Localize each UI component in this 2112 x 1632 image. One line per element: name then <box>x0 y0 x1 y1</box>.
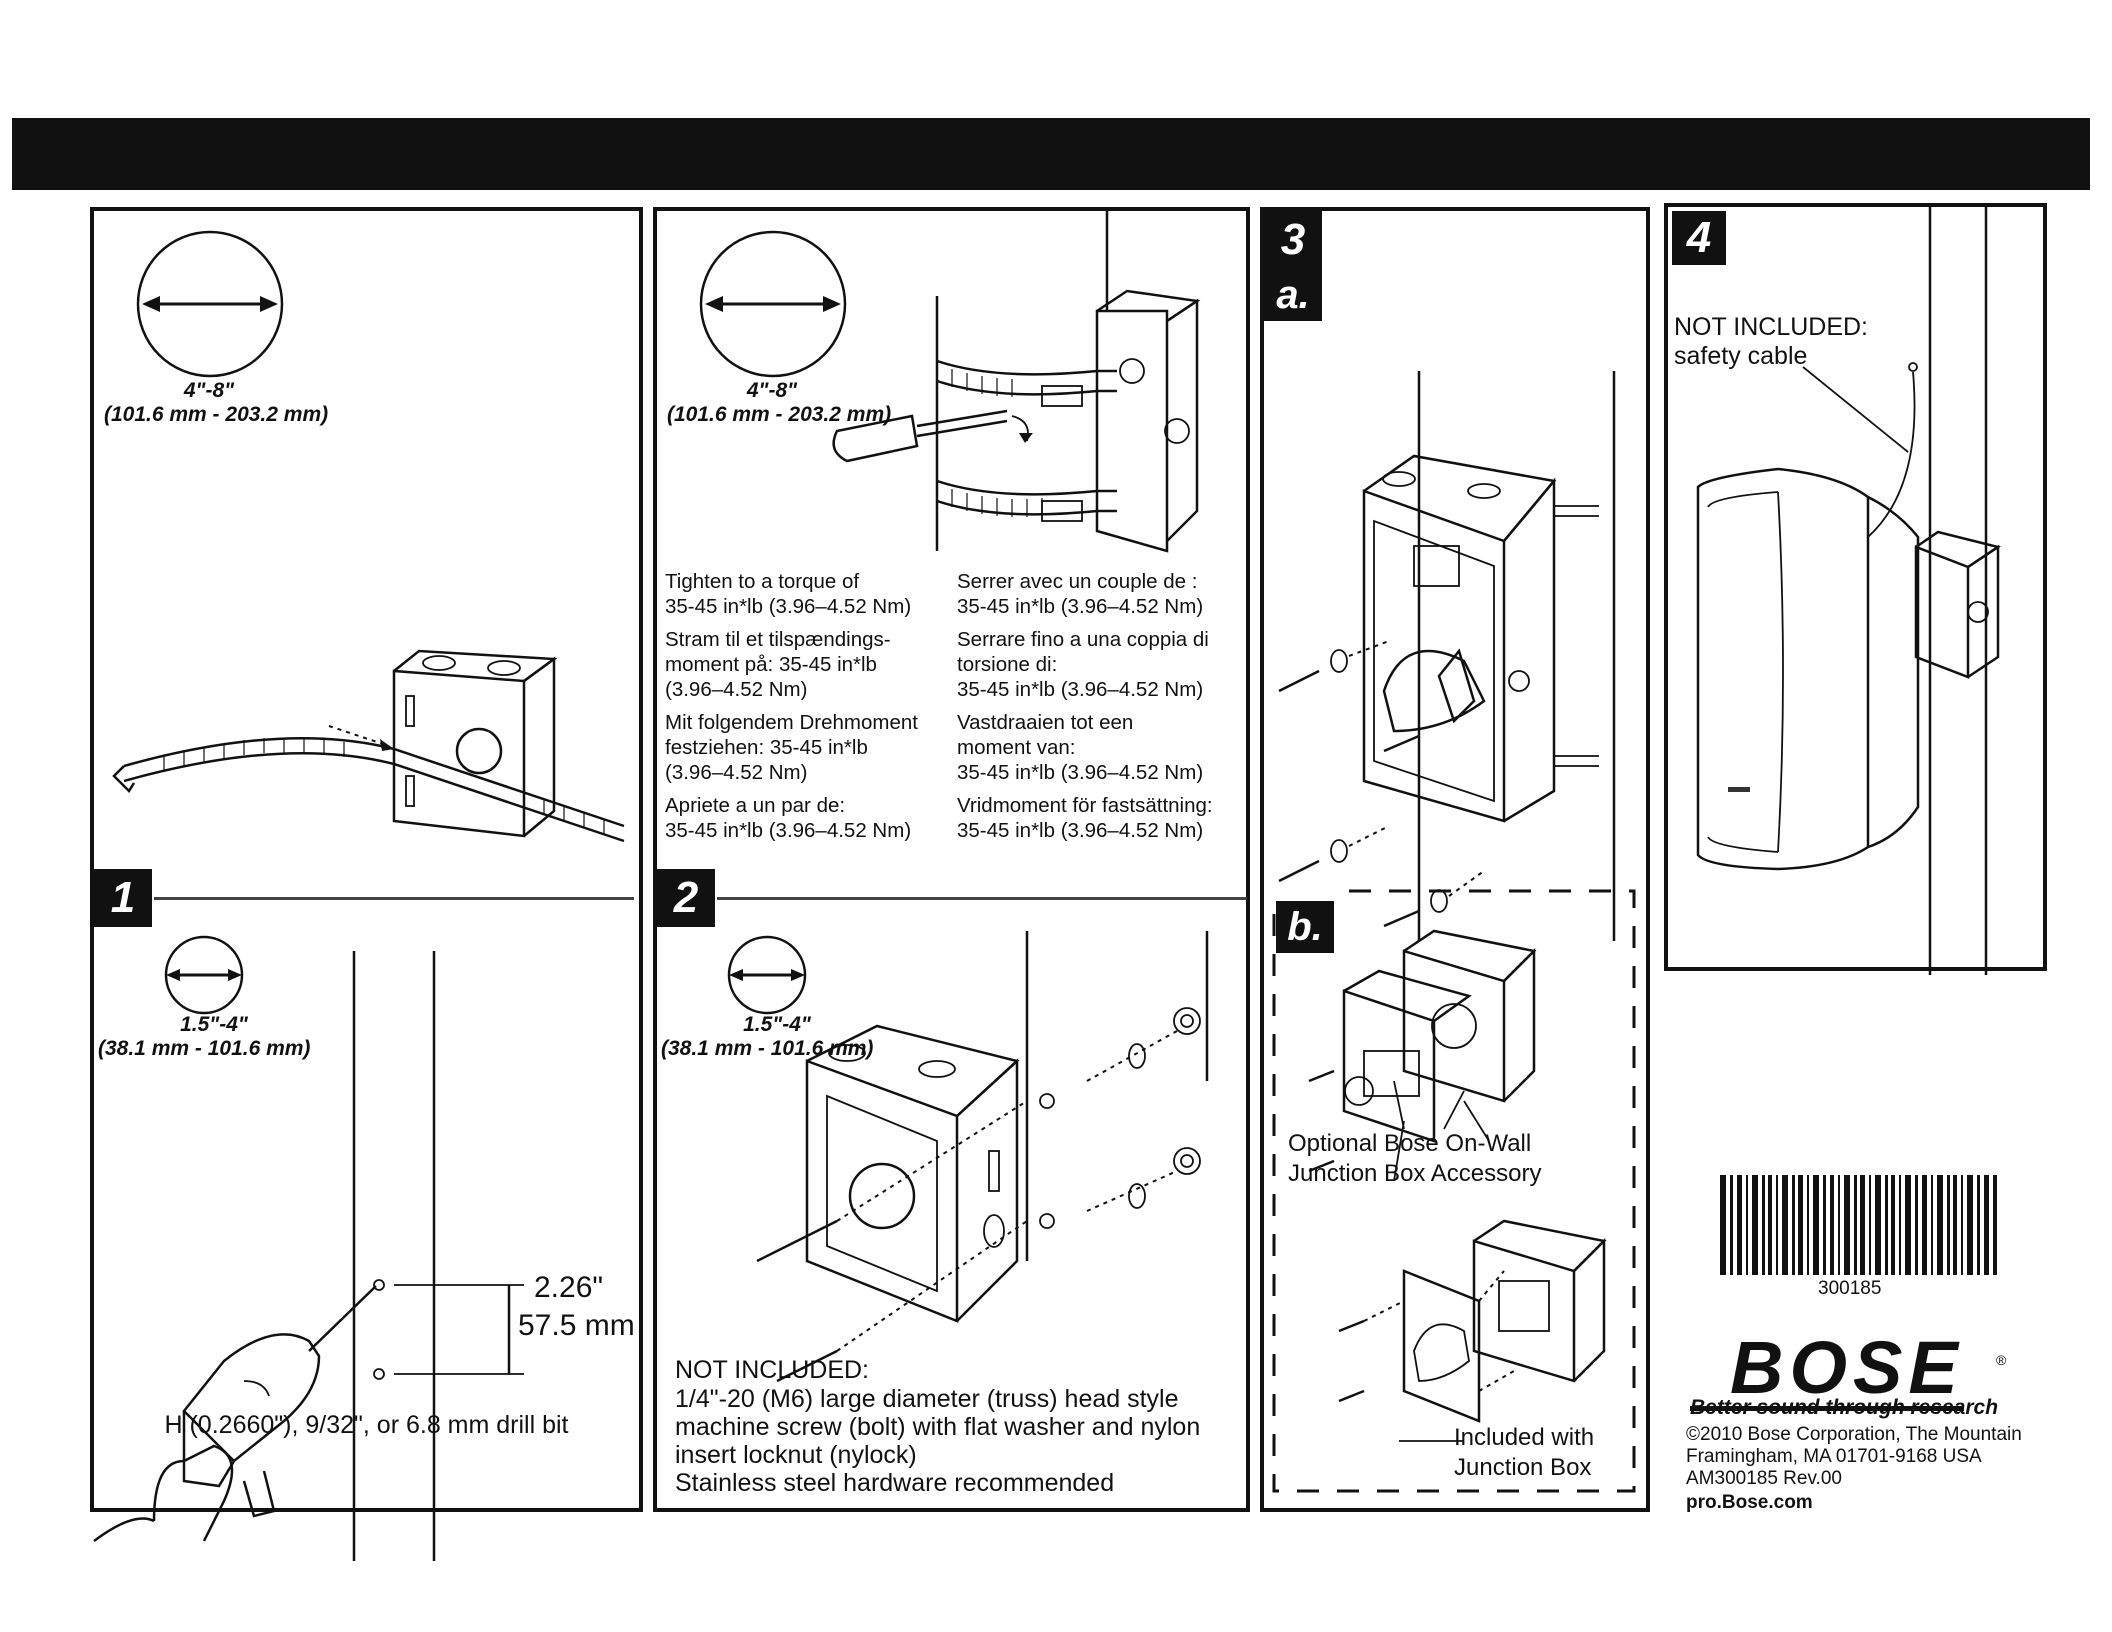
pole-size-diagram-large <box>699 230 847 378</box>
step-divider <box>717 897 1247 900</box>
junction-box-illustration <box>1308 929 1607 1423</box>
step-number-2: 2 <box>657 869 715 927</box>
torque-es: Apriete a un par de: 35-45 in*lb (3.96–4… <box>665 794 912 842</box>
substep-a-label: a. <box>1264 269 1322 321</box>
screwdriver-tightening-illustration <box>832 211 1201 553</box>
pole-range-small: 1.5"-4" <box>743 1013 811 1036</box>
barcode-number: 300185 <box>1818 1278 1882 1299</box>
website: pro.Bose.com <box>1686 1492 1813 1513</box>
bracket-bolt-illustration <box>756 931 1209 1383</box>
torque-en: Tighten to a torque of 35-45 in*lb (3.96… <box>665 570 912 618</box>
speaker-mounted-illustration <box>1696 207 2002 975</box>
safety-cable-label: safety cable <box>1674 342 1808 370</box>
torque-instructions-grid: Tighten to a torque of 35-45 in*lb (3.96… <box>665 569 1245 843</box>
step-number-4: 4 <box>1672 211 1726 265</box>
torque-de: Mit folgendem Drehmoment festziehen: 35-… <box>665 711 918 784</box>
not-included-title: NOT INCLUDED: <box>675 1356 870 1384</box>
hole-spacing-inches: 2.26" <box>534 1271 604 1304</box>
step-number-1: 1 <box>94 869 152 927</box>
torque-sv: Vridmoment för fastsättning: 35-45 in*lb… <box>957 794 1213 842</box>
included-with-junction-box-label: Included with Junction Box <box>1454 1424 1595 1481</box>
hole-spacing-mm: 57.5 mm <box>518 1309 635 1342</box>
pole-range-large: 4"-8" <box>746 379 798 402</box>
safety-cable-not-included: NOT INCLUDED: <box>1674 313 1869 341</box>
pole-range-large-mm: (101.6 mm - 203.2 mm) <box>104 403 329 426</box>
substep-b-label: b. <box>1276 901 1334 953</box>
barcode <box>1720 1175 1997 1275</box>
pole-range-small: 1.5"-4" <box>180 1013 248 1036</box>
step-divider <box>154 897 634 900</box>
panel-step-1: 4"-8" (101.6 mm - 203.2 mm) 1 <box>90 207 643 1561</box>
pole-size-diagram-small <box>727 935 807 1015</box>
panel-step-4: 4 NOT INCLUDED: safety cable <box>1664 203 2047 975</box>
pole-range-small-mm: (38.1 mm - 101.6 mm) <box>98 1037 311 1060</box>
optional-junction-box-label: Optional Bose On-Wall Junction Box Acces… <box>1288 1130 1542 1187</box>
pole-size-diagram-small <box>164 935 244 1015</box>
torque-fr: Serrer avec un couple de : 35-45 in*lb (… <box>957 570 1204 618</box>
leader-line <box>1393 1080 1465 1442</box>
panel-step-3: 3 a. b. <box>1260 207 1650 1512</box>
pole-range-large-mm: (101.6 mm - 203.2 mm) <box>667 403 892 426</box>
pole-size-diagram-large <box>136 230 284 378</box>
not-included-hardware: 1/4"-20 (M6) large diameter (truss) head… <box>675 1385 1201 1497</box>
speaker-mount-illustration-a <box>1278 371 1616 941</box>
bose-tagline: Better sound through research <box>1690 1396 1999 1419</box>
torque-da: Stram til et tilspændings- moment på: 35… <box>665 628 891 701</box>
header-bar <box>12 118 2090 190</box>
panel-step-2: 4"-8" (101.6 mm - 203.2 mm) Tighten to <box>653 207 1250 1512</box>
bose-logo: BOSE <box>1690 1330 1964 1411</box>
drill-bit-spec: H (0.2660"), 9/32", or 6.8 mm drill bit <box>164 1411 569 1439</box>
step-number-3: 3 <box>1264 211 1322 269</box>
torque-nl: Vastdraaien tot een moment van: 35-45 in… <box>957 711 1204 784</box>
registered-mark: ® <box>1996 1352 2007 1368</box>
pole-range-large: 4"-8" <box>183 379 235 402</box>
junction-box-dashed-frame <box>1272 889 1636 1493</box>
drill-illustration <box>93 951 524 1561</box>
bracket-band-illustration <box>112 649 625 843</box>
copyright-address: ©2010 Bose Corporation, The Mountain Fra… <box>1686 1424 2022 1489</box>
torque-it: Serrare fino a una coppia di torsione di… <box>957 628 1209 701</box>
